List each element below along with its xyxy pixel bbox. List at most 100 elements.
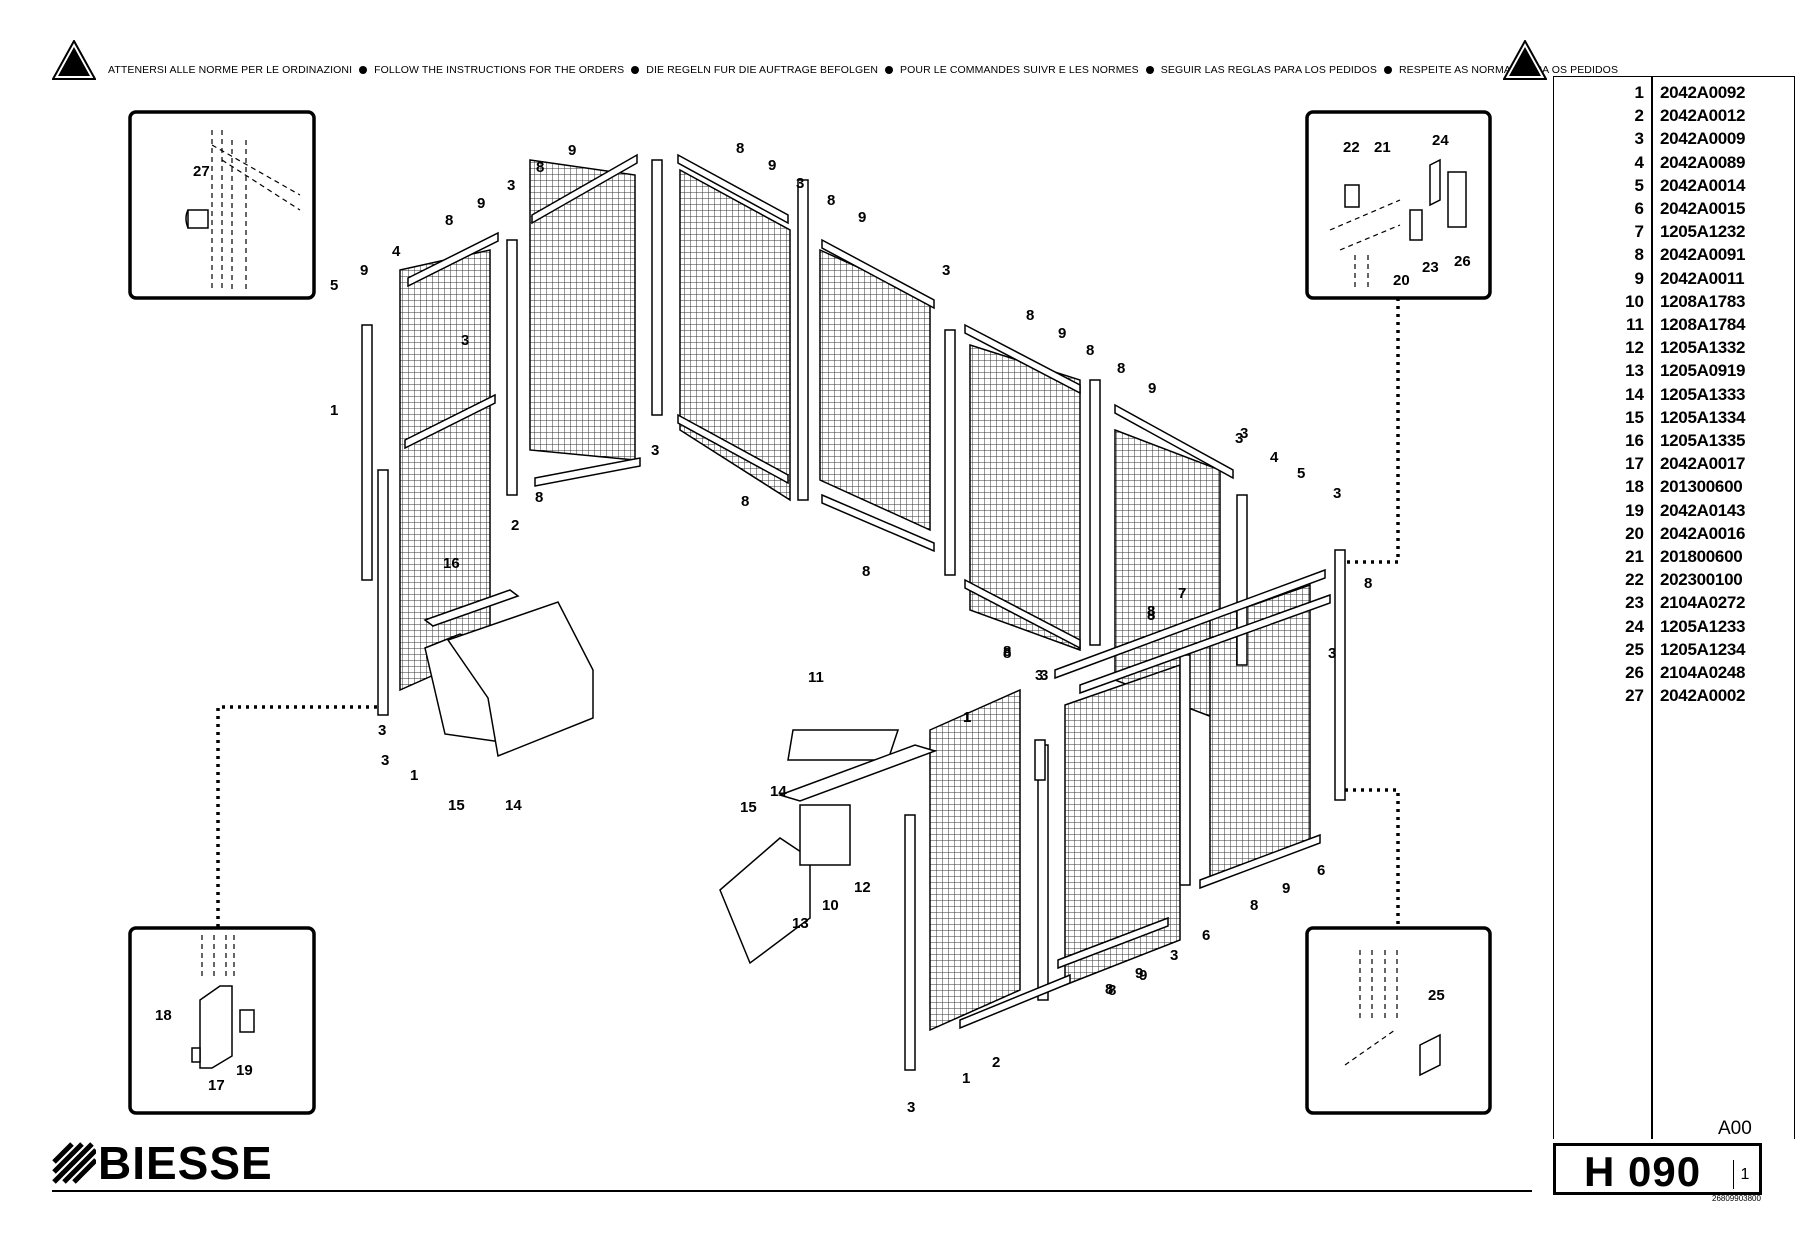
part-code: 1205A0919	[1660, 361, 1746, 381]
callout-23: 23	[1422, 259, 1439, 276]
callout-9: 9	[1058, 325, 1066, 342]
callout-14: 14	[770, 783, 787, 800]
callout-2: 2	[992, 1054, 1000, 1071]
callout-14: 14	[505, 797, 522, 814]
part-code: 1205A1232	[1660, 222, 1746, 242]
part-code: 1208A1783	[1660, 291, 1746, 311]
part-code: 1205A1332	[1660, 338, 1746, 358]
part-code: 1208A1784	[1660, 315, 1746, 334]
callout-10: 10	[822, 897, 839, 914]
bottom-rule	[52, 1190, 1532, 1192]
callout-9: 9	[768, 157, 776, 174]
callout-8: 8	[1364, 575, 1372, 592]
part-code: 1205A1335	[1660, 431, 1746, 450]
part-code: 1205A1234	[1660, 639, 1746, 659]
instruction-es: SEGUIR LAS REGLAS PARA LOS PEDIDOS	[1160, 64, 1377, 76]
callout-3: 3	[796, 175, 804, 192]
part-position-number: 27	[1625, 686, 1644, 706]
callout-9: 9	[1139, 967, 1147, 984]
part-code: 2042A0011	[1660, 268, 1745, 288]
part-position-number: 7	[1634, 222, 1644, 242]
part-code: 2104A0272	[1660, 593, 1746, 613]
guard-rails	[404, 153, 1331, 1030]
callout-17: 17	[208, 1077, 225, 1094]
callout-8: 8	[535, 489, 543, 506]
guard-posts	[361, 159, 1346, 1071]
callout-8: 8	[1147, 603, 1155, 620]
callout-9: 9	[858, 209, 866, 226]
instruction-en: FOLLOW THE INSTRUCTIONS FOR THE ORDERS	[374, 64, 625, 76]
parts-list-row: 12 1205A1332	[1554, 336, 1794, 359]
callout-25: 25	[1428, 987, 1445, 1004]
part-position-number: 25	[1625, 639, 1644, 659]
callout-20: 20	[1393, 272, 1410, 289]
callout-1: 1	[962, 1070, 970, 1087]
part-code: 2042A0014	[1660, 175, 1746, 195]
bullet-icon	[359, 66, 368, 75]
callout-8: 8	[827, 192, 835, 209]
inset-bottom-right	[1305, 926, 1492, 1115]
exploded-assembly-drawing: 27 22 21 24 26 20 23 18 17 19 25 9 8 9 8…	[128, 110, 1492, 1116]
part-code: 2042A0091	[1660, 245, 1746, 265]
callout-3: 3	[907, 1099, 915, 1116]
callout-8: 8	[1147, 607, 1155, 624]
part-position-number: 11	[1626, 315, 1644, 334]
part-code: 2042A0017	[1660, 454, 1746, 474]
brand-name: BIESSE	[98, 1137, 273, 1189]
callout-8: 8	[741, 493, 749, 510]
part-code: 2042A0089	[1660, 152, 1746, 172]
part-position-number: 12	[1625, 338, 1644, 358]
callout-8: 8	[1108, 982, 1116, 999]
callout-8: 8	[1003, 645, 1011, 662]
part-code: 202300100	[1660, 570, 1743, 590]
part-27-clip	[185, 209, 209, 229]
inset-leaders	[216, 298, 1400, 928]
parts-list-row: 17 2042A0017	[1554, 452, 1794, 475]
callout-9: 9	[477, 195, 485, 212]
parts-list-row: 25 1205A1234	[1554, 638, 1794, 661]
part-code: 1205A1334	[1660, 407, 1746, 427]
part-code: 1205A1233	[1660, 616, 1746, 636]
callout-3: 3	[1040, 667, 1048, 684]
callout-3: 8	[1086, 342, 1094, 359]
part-code: 2042A0143	[1660, 500, 1746, 520]
bullet-icon	[885, 66, 894, 75]
callout-8: 8	[1117, 360, 1125, 377]
inset-bottom-left	[128, 926, 316, 1115]
callout-26: 26	[1454, 253, 1471, 270]
callout-13: 13	[792, 915, 809, 932]
part-code: 2042A0009	[1660, 129, 1746, 149]
callout-3: 3	[1328, 645, 1336, 662]
callout-8: 8	[1026, 307, 1034, 324]
callout-4: 4	[1270, 449, 1279, 466]
bullet-icon	[631, 66, 640, 75]
callout-5: 5	[330, 277, 338, 294]
callout-12: 12	[854, 879, 871, 896]
part-position-number: 3	[1634, 129, 1644, 149]
inset-top-left	[128, 110, 316, 300]
part-position-number: 17	[1625, 454, 1644, 474]
part-position-number: 21	[1625, 547, 1644, 566]
part-code: 201800600	[1660, 547, 1743, 566]
callout-1: 1	[963, 709, 971, 726]
parts-list-row: 23 2104A0272	[1554, 591, 1794, 614]
part-position-number: 23	[1625, 593, 1644, 613]
callout-1: 1	[330, 402, 338, 419]
callout-3: 3	[461, 332, 469, 349]
part-code: 2042A0092	[1660, 83, 1746, 102]
parts-list-row: 21 201800600	[1554, 545, 1794, 568]
part-position-number: 1	[1634, 83, 1644, 102]
hood-assembly	[423, 589, 938, 965]
callout-3: 3	[651, 442, 659, 459]
part-code: 2042A0012	[1660, 106, 1746, 126]
